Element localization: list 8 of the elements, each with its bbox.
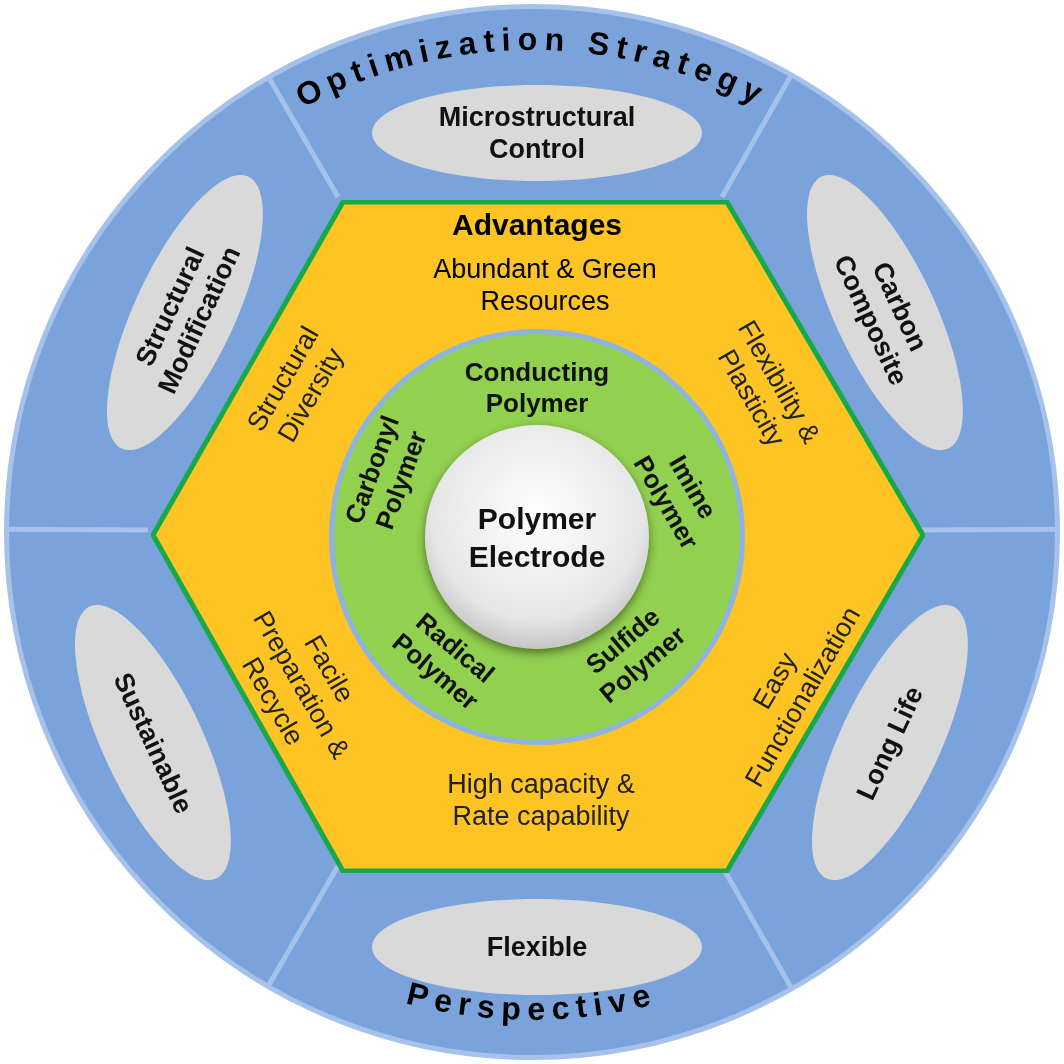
ring-title: Perspective — [403, 974, 661, 1027]
advantage-label: High capacity & Rate capability — [446, 767, 636, 833]
polymer-type-label: Conducting Polymer — [463, 356, 611, 420]
advantage-label: Abundant & Green Resources — [432, 252, 658, 318]
section-heading: Advantages — [450, 207, 624, 243]
center-label: Polymer Electrode — [467, 500, 607, 574]
strategy-label: Flexible — [485, 930, 589, 964]
strategy-label: Microstructural Control — [438, 101, 636, 166]
